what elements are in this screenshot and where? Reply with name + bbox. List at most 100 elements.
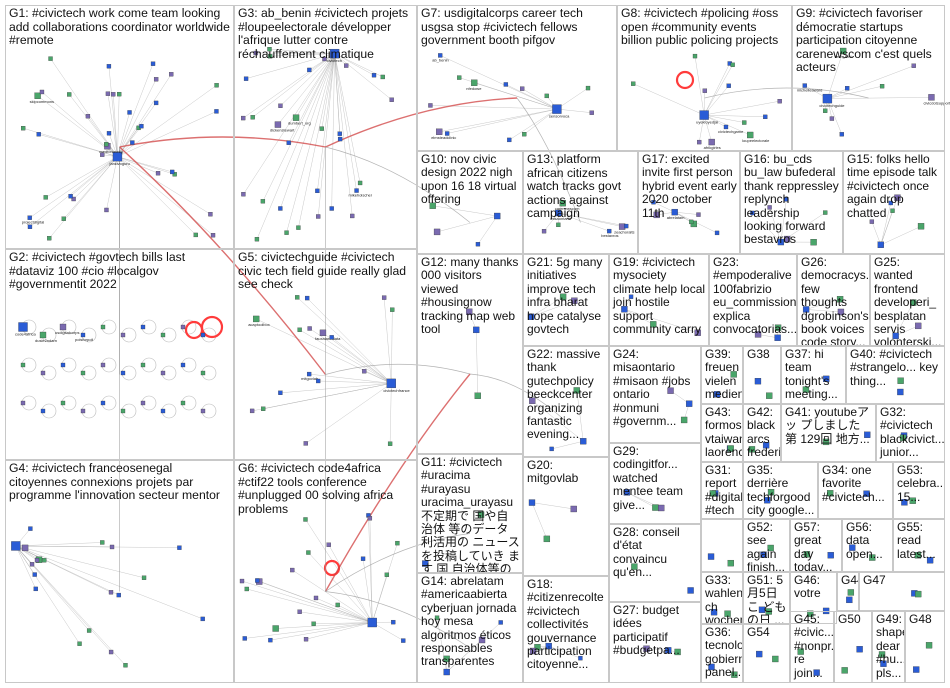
edge xyxy=(439,108,557,133)
edge xyxy=(436,617,447,673)
edge xyxy=(246,53,335,79)
node xyxy=(243,76,249,81)
edge xyxy=(243,53,335,119)
node xyxy=(329,335,334,340)
node xyxy=(303,517,308,522)
group-label: G38 xyxy=(747,347,770,361)
node xyxy=(401,638,406,643)
node xyxy=(756,650,763,658)
node-label: sensorvoca xyxy=(549,114,570,119)
group-label: G12: many thanks 000 visitors viewed #ho… xyxy=(421,255,519,337)
edge xyxy=(334,53,357,191)
node-label: dickenstewart xyxy=(270,128,295,133)
inter-group-edge xyxy=(325,97,518,148)
node xyxy=(311,621,316,626)
edge xyxy=(243,53,335,195)
edge xyxy=(262,53,335,202)
group-label: G18: #citizenrecolte #civictech collecti… xyxy=(527,577,604,672)
group-label: G26: democracys... few thoughts dgrobins… xyxy=(801,255,870,346)
group-g35: G35: derrière techforgood city google... xyxy=(743,462,818,519)
group-label: G19: #civictech mysociety climate help l… xyxy=(613,255,706,337)
node xyxy=(624,223,629,229)
node xyxy=(702,88,708,93)
node xyxy=(153,100,159,106)
node xyxy=(443,655,450,663)
node xyxy=(362,369,367,374)
node-label: loupeelectorale xyxy=(742,138,770,143)
group-label: G46: votre xyxy=(794,573,821,601)
node xyxy=(249,408,255,414)
group-g28: G28: conseil d'état convaincu qu'en... xyxy=(609,524,701,602)
node xyxy=(713,391,721,398)
edge xyxy=(309,373,392,384)
node xyxy=(386,378,396,389)
edge xyxy=(334,53,341,140)
edge xyxy=(315,597,373,623)
edge xyxy=(297,297,392,384)
group-g43: G43: formosan... vtaiwan laorenchan... e… xyxy=(701,404,743,462)
edge xyxy=(270,53,335,57)
node xyxy=(254,237,260,242)
node-label: skipcommons xyxy=(30,99,54,104)
node xyxy=(909,497,916,504)
group-g23: G23: #empoderalive 100fabrizio eu_commis… xyxy=(709,254,797,346)
node xyxy=(822,93,833,104)
node xyxy=(708,138,715,146)
node xyxy=(32,572,37,577)
group-g8: G8: #civictech #policing #oss open #comm… xyxy=(617,5,792,151)
group-label: G35: derrière techforgood city google... xyxy=(747,463,815,518)
group-label: G23: #empoderalive 100fabrizio eu_commis… xyxy=(713,255,797,337)
node xyxy=(915,322,922,330)
node xyxy=(155,171,161,176)
edge xyxy=(299,329,392,384)
node xyxy=(915,590,922,598)
edge xyxy=(322,332,392,384)
edge xyxy=(530,296,564,318)
node-label: polsforpoli xyxy=(75,337,93,342)
edge xyxy=(334,53,383,78)
edge xyxy=(15,545,37,589)
group-g54: G54 xyxy=(743,624,790,683)
node xyxy=(545,642,552,650)
node xyxy=(140,362,146,368)
node xyxy=(48,56,53,61)
node xyxy=(727,445,734,452)
group-label: G10: nov civic design 2022 nigh upon 16 … xyxy=(421,152,517,207)
node xyxy=(381,295,387,300)
node xyxy=(100,152,105,157)
group-label: G44 xyxy=(841,573,858,587)
edge xyxy=(558,212,610,232)
node xyxy=(444,131,450,136)
node xyxy=(913,666,920,673)
node xyxy=(823,210,828,215)
group-label: G43: formosan... vtaiwan laorenchan... e… xyxy=(705,405,743,461)
node xyxy=(797,648,804,655)
group-g39: G39: freuen vielen medienbeit... unserer… xyxy=(701,346,743,404)
node xyxy=(774,334,781,341)
node xyxy=(170,169,175,175)
edge xyxy=(827,98,843,135)
node xyxy=(822,438,830,446)
edge xyxy=(556,108,592,113)
group-g7: G7: usdigitalcorps career tech usgsa sto… xyxy=(417,5,617,151)
edge xyxy=(257,580,373,623)
group-g6: G6: #civictech code4africa #ctif22 tools… xyxy=(234,460,417,683)
node-label: code4africa xyxy=(15,332,36,337)
node xyxy=(297,609,302,614)
edge xyxy=(576,390,584,442)
node xyxy=(43,195,48,200)
node xyxy=(80,408,86,414)
edge xyxy=(362,558,373,623)
node xyxy=(607,228,612,234)
node xyxy=(296,225,301,230)
node xyxy=(762,442,770,449)
node xyxy=(160,370,166,376)
node xyxy=(823,108,828,113)
edge xyxy=(383,297,392,384)
node xyxy=(754,331,762,338)
group-label: G32: #civictech blackcivict... junior... xyxy=(880,405,945,460)
node-label: michelleaward xyxy=(797,88,823,93)
node xyxy=(897,388,904,396)
group-g19: G19: #civictech mysociety climate help l… xyxy=(609,254,709,346)
edge xyxy=(317,53,335,191)
